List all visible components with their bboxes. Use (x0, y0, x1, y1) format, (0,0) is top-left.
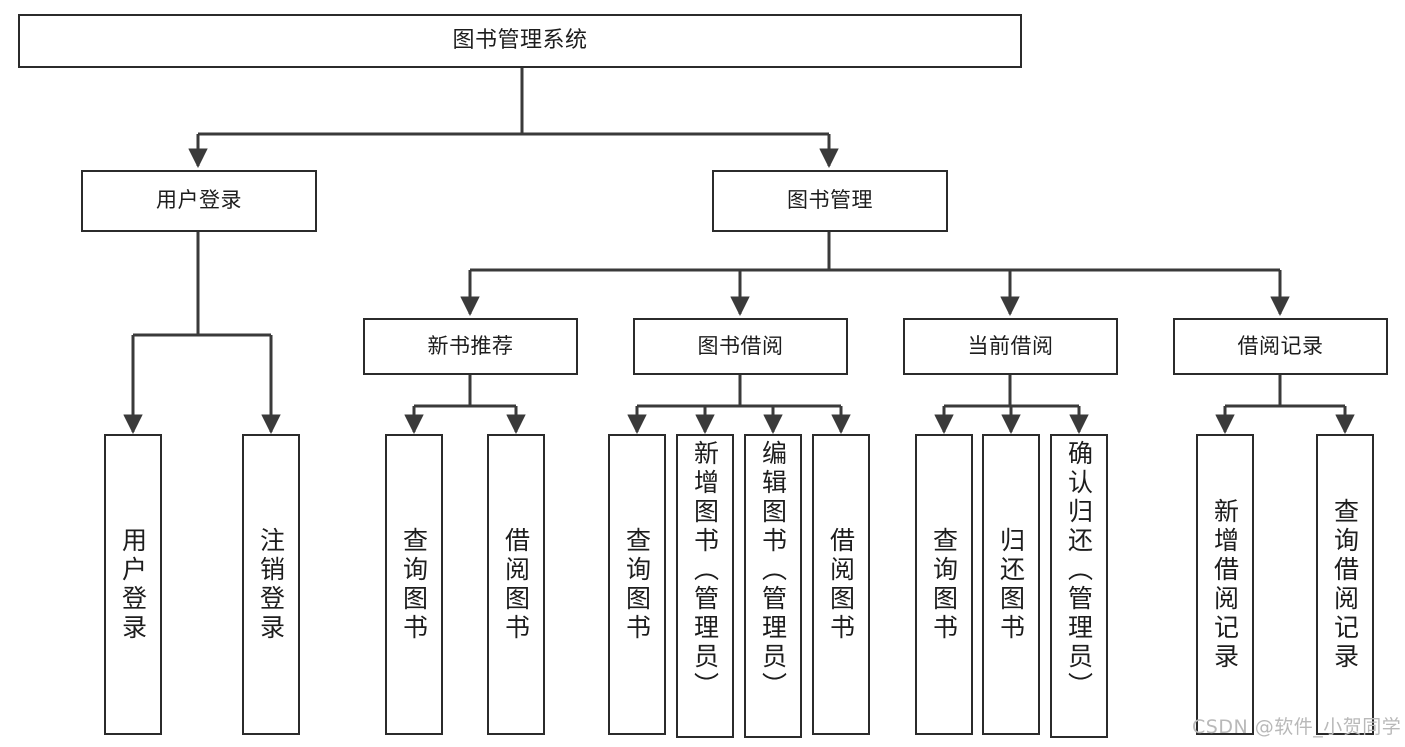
leaf-label: 确认归还（管理员） (1064, 440, 1094, 701)
leaf-label: 编辑图书（管理员） (758, 440, 788, 701)
leaf-current-borrow-2[interactable]: 确认归还（管理员） (1050, 434, 1108, 738)
leaf-label: 归还图书 (996, 526, 1026, 643)
leaf-new-book-rec-1[interactable]: 借阅图书 (487, 434, 545, 735)
leaf-label: 查询图书 (399, 526, 429, 643)
node-current-borrow[interactable]: 当前借阅 (903, 318, 1118, 375)
node-new-book-rec[interactable]: 新书推荐 (363, 318, 578, 375)
leaf-label: 用户登录 (118, 526, 148, 643)
leaf-label: 借阅图书 (501, 526, 531, 643)
node-borrow-record-label: 借阅记录 (1237, 333, 1324, 358)
node-user-login[interactable]: 用户登录 (81, 170, 317, 232)
leaf-current-borrow-1[interactable]: 归还图书 (982, 434, 1040, 735)
leaf-book-borrow-1[interactable]: 新增图书（管理员） (676, 434, 734, 738)
leaf-label: 借阅图书 (826, 526, 856, 643)
leaf-current-borrow-0[interactable]: 查询图书 (915, 434, 973, 735)
leaf-label: 新增图书（管理员） (690, 440, 720, 701)
leaf-book-borrow-3[interactable]: 借阅图书 (812, 434, 870, 735)
node-root-label: 图书管理系统 (452, 27, 588, 53)
leaf-user-login-0[interactable]: 用户登录 (104, 434, 162, 735)
leaf-book-borrow-0[interactable]: 查询图书 (608, 434, 666, 735)
node-book-borrow-label: 图书借阅 (697, 333, 784, 358)
leaf-label: 查询图书 (622, 526, 652, 643)
leaf-label: 注销登录 (256, 526, 286, 643)
leaf-new-book-rec-0[interactable]: 查询图书 (385, 434, 443, 735)
node-book-manage[interactable]: 图书管理 (712, 170, 948, 232)
leaf-label: 查询图书 (929, 526, 959, 643)
leaf-label: 查询借阅记录 (1330, 497, 1360, 672)
leaf-label: 新增借阅记录 (1210, 497, 1240, 672)
node-new-book-rec-label: 新书推荐 (427, 333, 514, 358)
node-book-manage-label: 图书管理 (787, 188, 873, 213)
watermark: CSDN @软件_小贺同学 (1192, 716, 1402, 738)
leaf-book-borrow-2[interactable]: 编辑图书（管理员） (744, 434, 802, 738)
node-root[interactable]: 图书管理系统 (18, 14, 1022, 68)
node-user-login-label: 用户登录 (156, 188, 242, 213)
leaf-user-login-1[interactable]: 注销登录 (242, 434, 300, 735)
leaf-borrow-record-0[interactable]: 新增借阅记录 (1196, 434, 1254, 735)
leaf-borrow-record-1[interactable]: 查询借阅记录 (1316, 434, 1374, 735)
node-current-borrow-label: 当前借阅 (967, 333, 1054, 358)
node-borrow-record[interactable]: 借阅记录 (1173, 318, 1388, 375)
node-book-borrow[interactable]: 图书借阅 (633, 318, 848, 375)
